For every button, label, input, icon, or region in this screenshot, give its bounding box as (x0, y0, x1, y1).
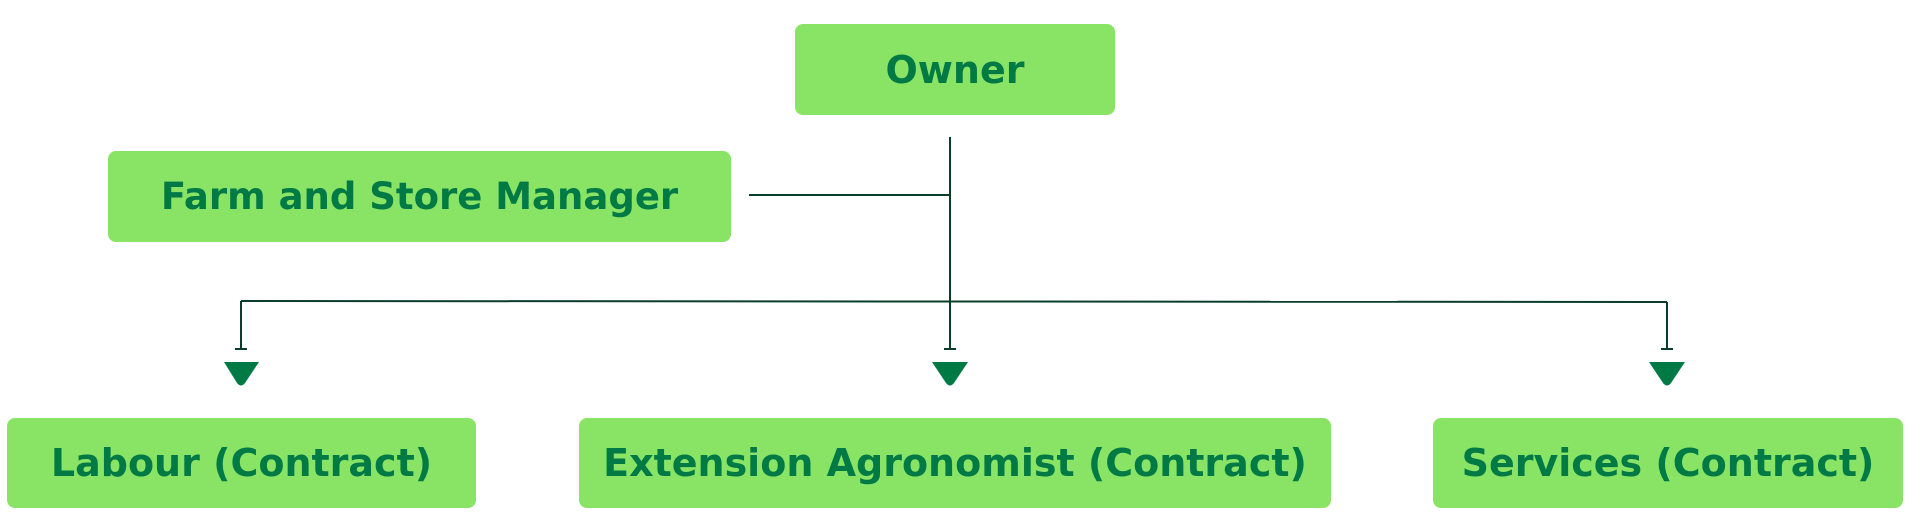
services-contract-node: Services (Contract) (1433, 418, 1903, 508)
owner-node: Owner (795, 24, 1115, 115)
distribution-line (240, 300, 1668, 303)
farm-store-manager-node: Farm and Store Manager (108, 151, 731, 242)
services-arrow-icon (1649, 362, 1685, 386)
labour-arrow-icon (224, 362, 259, 386)
agronomist-arrow-icon (932, 362, 968, 386)
extension-agronomist-node: Extension Agronomist (Contract) (579, 418, 1331, 508)
labour-contract-node: Labour (Contract) (7, 418, 476, 508)
